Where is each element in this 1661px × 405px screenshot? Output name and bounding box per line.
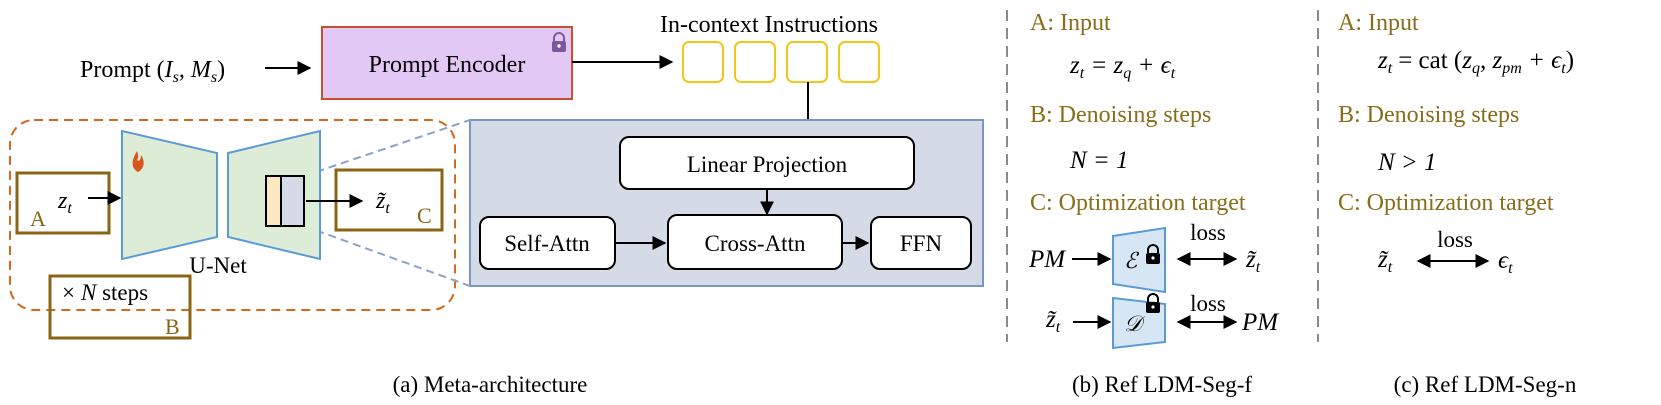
prompt-encoder-label: Prompt Encoder — [369, 52, 526, 78]
panel-b: A: Input zt = zq + ϵt B: Denoising steps… — [1028, 10, 1279, 397]
b-opt-label: C: Optimization target — [1030, 190, 1246, 216]
c-eps: ϵt — [1498, 247, 1513, 277]
b-input-label: A: Input — [1030, 10, 1111, 36]
panel-a: Prompt (Is, Ms) Prompt Encoder In-contex… — [9, 12, 984, 397]
steps-label: ×N steps — [62, 280, 148, 305]
c-denoise-label: B: Denoising steps — [1338, 102, 1519, 128]
caption-c: (c) Ref LDM-Seg-n — [1394, 372, 1577, 397]
attention-block-left — [265, 175, 282, 227]
encoder-lock-icon — [1146, 244, 1160, 264]
cross-attn-label: Cross-Attn — [705, 231, 806, 256]
c-loss: loss — [1437, 227, 1473, 252]
panel-c: A: Input zt= cat (zq, zpm + ϵt) B: Denoi… — [1338, 10, 1577, 397]
c-denoise-equation: N > 1 — [1377, 149, 1437, 176]
caption-b: (b) Ref LDM-Seg-f — [1072, 372, 1252, 397]
box-b — [48, 274, 192, 340]
b-pm-input: PM — [1028, 246, 1066, 273]
c-input-label: A: Input — [1338, 10, 1419, 36]
ffn-label: FFN — [900, 231, 943, 256]
decoder-lock-icon — [1146, 293, 1160, 313]
lock-icon — [552, 32, 566, 52]
b-denoise-equation: N = 1 — [1069, 147, 1129, 174]
token — [838, 41, 880, 83]
vae-decoder-symbol: 𝒟 — [1124, 311, 1146, 336]
ffn-box — [870, 216, 972, 270]
unet-label: U-Net — [189, 253, 247, 278]
input-latent: zt — [57, 188, 72, 217]
c-zt: z̃t — [1377, 246, 1393, 276]
zoom-line-top — [303, 119, 471, 177]
output-latent: z̃t — [375, 188, 390, 217]
caption-a: (a) Meta-architecture — [393, 372, 588, 397]
token — [734, 41, 776, 83]
b-denoise-label: B: Denoising steps — [1030, 102, 1211, 128]
flame-icon — [132, 151, 144, 172]
attention-block-right — [280, 175, 305, 227]
box-a-label: A — [30, 206, 46, 231]
c-input-equation: zt= cat (zq, zpm + ϵt) — [1377, 47, 1574, 77]
dashed-region — [9, 119, 456, 311]
zoom-line-bottom — [303, 225, 471, 287]
prompt-text: Prompt (Is, Ms) — [80, 57, 225, 86]
in-context-label: In-context Instructions — [660, 12, 878, 38]
b-loss-1: loss — [1190, 220, 1226, 245]
b-pm-out: PM — [1241, 309, 1279, 336]
vae-encoder — [1112, 226, 1166, 294]
b-zt-in: z̃t — [1045, 306, 1061, 336]
token — [786, 41, 828, 83]
self-attn-label: Self-Attn — [504, 231, 590, 256]
c-opt-label: C: Optimization target — [1338, 190, 1554, 216]
instruction-tokens — [682, 41, 880, 83]
linear-projection-label: Linear Projection — [687, 152, 848, 177]
b-zt-out: z̃t — [1245, 246, 1261, 276]
b-input-equation: zt = zq + ϵt — [1069, 52, 1176, 82]
box-b-label: B — [165, 314, 180, 339]
box-c-label: C — [417, 203, 432, 228]
b-loss-2: loss — [1190, 291, 1226, 316]
unet-encoder — [121, 129, 218, 261]
vae-encoder-symbol: ℰ — [1124, 248, 1140, 273]
token — [682, 41, 724, 83]
